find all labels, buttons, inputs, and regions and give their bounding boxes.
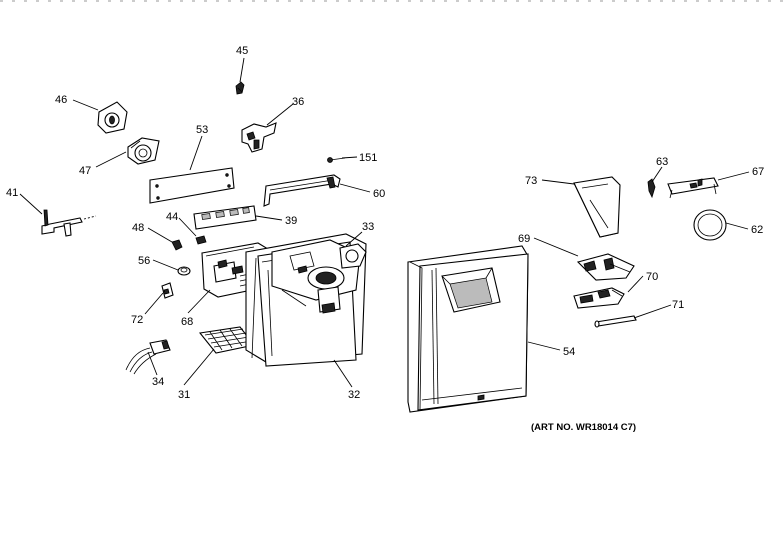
callout-32: 32 (348, 389, 360, 401)
part-56-button (177, 266, 191, 276)
callout-31: 31 (178, 389, 190, 401)
callout-44: 44 (166, 211, 178, 223)
part-36-bracket (241, 122, 277, 153)
callout-33: 33 (362, 221, 374, 233)
part-63-clip (647, 178, 656, 199)
part-44-spring (195, 235, 207, 245)
callout-36: 36 (292, 96, 304, 108)
part-69-flapper (576, 253, 635, 281)
callout-39: 39 (285, 215, 297, 227)
part-151-screw (327, 157, 346, 163)
callout-67: 67 (752, 166, 764, 178)
part-41-lever (41, 209, 97, 237)
callout-73: 73 (525, 175, 537, 187)
callout-41: 41 (6, 187, 18, 199)
part-73-funnel (573, 176, 621, 238)
callout-46: 46 (55, 94, 67, 106)
callout-62: 62 (751, 224, 763, 236)
part-46-switch (97, 101, 128, 134)
part-67-bracket (667, 177, 719, 199)
part-45-clip (235, 81, 245, 95)
part-70-lever-assembly (573, 287, 625, 309)
leader-lines (19, 57, 750, 388)
art-number: (ART NO. WR18014 C7) (531, 422, 636, 433)
callout-47: 47 (79, 165, 91, 177)
part-71-rod (594, 315, 637, 328)
callout-labels: 45 46 36 53 47 151 41 60 44 48 39 33 56 … (6, 45, 764, 401)
part-48-grommet (171, 239, 183, 251)
callout-53: 53 (196, 124, 208, 136)
callout-56: 56 (138, 255, 150, 267)
callout-151: 151 (359, 152, 377, 164)
callout-71: 71 (672, 299, 684, 311)
part-72-microswitch (161, 282, 174, 299)
part-62-ring (693, 209, 727, 241)
callout-34: 34 (152, 376, 164, 388)
part-34-harness (125, 339, 171, 375)
part-39-board (193, 205, 257, 230)
part-32-dispenser-housing (245, 233, 367, 367)
callout-54: 54 (563, 346, 575, 358)
callout-70: 70 (646, 271, 658, 283)
callout-48: 48 (132, 222, 144, 234)
callout-72: 72 (131, 314, 143, 326)
part-53-plate (149, 167, 235, 204)
part-47-motor (127, 137, 160, 165)
part-60-channel (263, 174, 341, 207)
part-54-door-panel (407, 245, 529, 413)
callout-60: 60 (373, 188, 385, 200)
callout-69: 69 (518, 233, 530, 245)
callout-68: 68 (181, 316, 193, 328)
callout-45: 45 (236, 45, 248, 57)
callout-63: 63 (656, 156, 668, 168)
